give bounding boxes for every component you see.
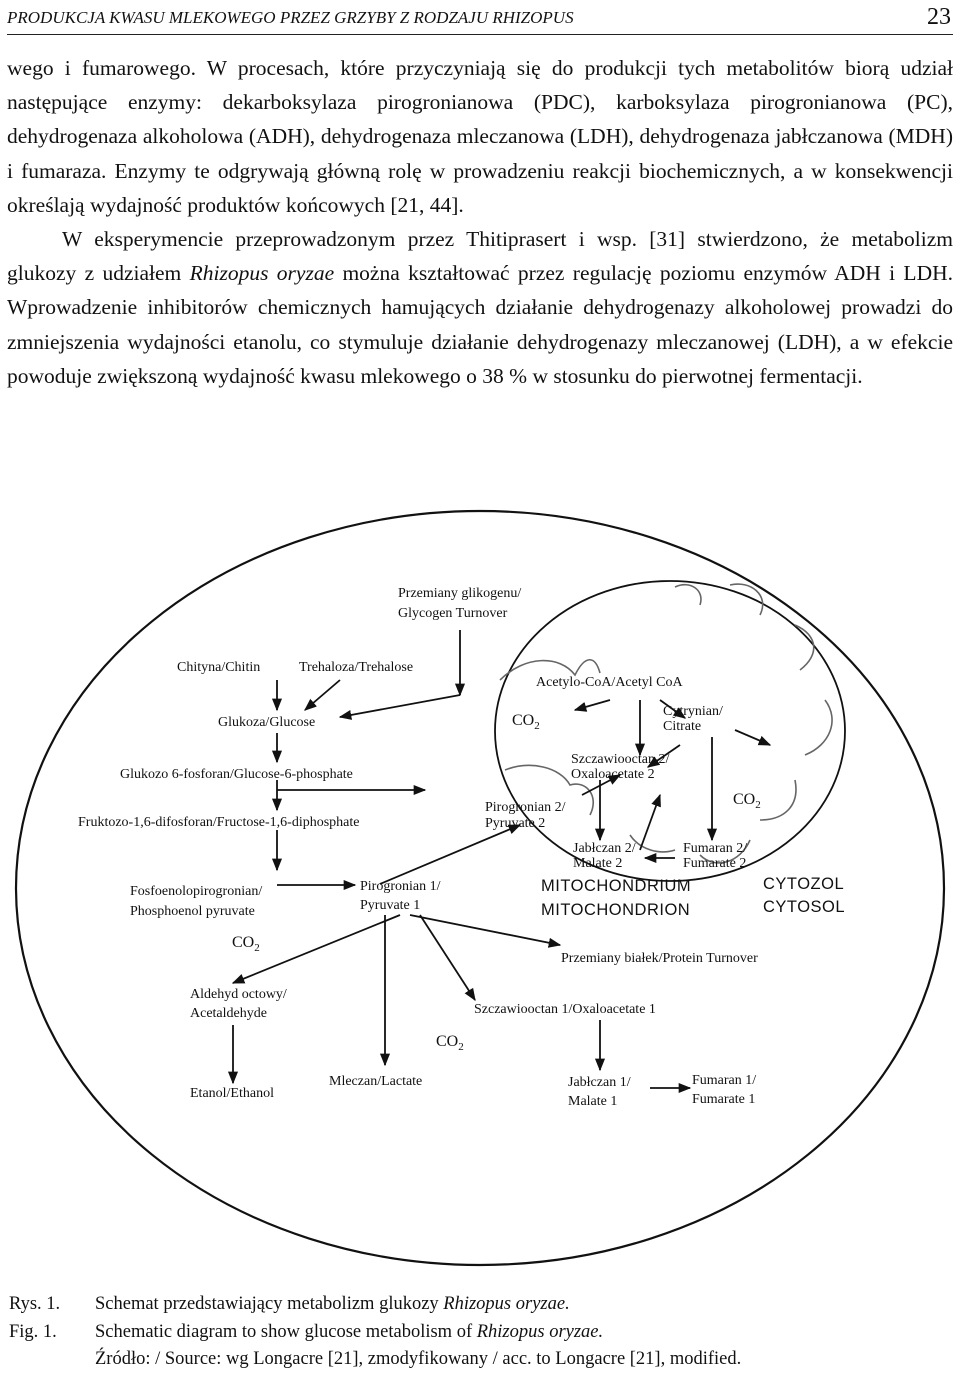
label-lactate: Mleczan/Lactate — [329, 1074, 422, 1089]
label-malate-2: Malate 2 — [573, 856, 622, 871]
arrow — [573, 699, 611, 712]
figure-captions: Rys. 1. Schemat przedstawiający metaboli… — [9, 1291, 741, 1374]
arrow — [338, 694, 461, 720]
paragraph-2-end: można kształtować przez regulację poziom… — [7, 261, 953, 388]
page-header: PRODUKCJA KWASU MLEKOWEGO PRZEZ GRZYBY Z… — [7, 4, 953, 35]
paragraph-2: W eksperymencie przeprowadzonym przez Th… — [7, 222, 953, 393]
label-co2: CO2 — [512, 712, 540, 732]
label-pyruvate-1: Pyruvate 1 — [360, 898, 420, 913]
label-co2: CO2 — [232, 934, 260, 954]
arrow — [639, 793, 661, 851]
paragraph-2-start: W eksperymencie przeprowadzonym przez Th… — [7, 227, 953, 286]
cell-outline — [14, 509, 946, 1267]
label-glucose: Glukoza/Glucose — [218, 715, 315, 730]
running-title: PRODUKCJA KWASU MLEKOWEGO PRZEZ GRZYBY Z… — [7, 8, 574, 27]
label-oxaloacetate-1: Szczawiooctan 1/Oxaloacetate 1 — [474, 1002, 656, 1017]
label-mitochondrium: MITOCHONDRIUM — [541, 877, 691, 895]
label-malate-1: Malate 1 — [568, 1094, 617, 1109]
label-glucose-6-phosphate: Glukozo 6-fosforan/Glucose-6-phosphate — [120, 767, 353, 782]
arrow — [659, 699, 687, 719]
label-protein-turnover: Przemiany białek/Protein Turnover — [561, 951, 758, 966]
label-citrate: Cytrynian/ — [663, 704, 723, 719]
caption-species: Rhizopus oryzae. — [443, 1294, 570, 1314]
arrow — [419, 914, 476, 1002]
arrow — [646, 744, 681, 768]
label-citrate: Citrate — [663, 719, 701, 734]
label-glycogen: Glycogen Turnover — [398, 606, 508, 621]
caption-text-start: Schematic diagram to show glucose metabo… — [95, 1321, 477, 1342]
label-fumarate-2: Fumaran 2/ — [683, 841, 747, 856]
caption-label: Rys. 1. — [9, 1294, 61, 1314]
arrow — [231, 914, 401, 984]
cristae — [499, 583, 833, 864]
label-pyruvate-2: Pirogronian 2/ — [485, 800, 566, 815]
label-co2: CO2 — [733, 791, 761, 811]
paragraph-1: wego i fumarowego. W procesach, które pr… — [7, 56, 953, 217]
label-ethanol: Etanol/Ethanol — [190, 1086, 274, 1101]
species-name: Rhizopus oryzae — [189, 261, 335, 286]
label-chitin: Chityna/Chitin — [177, 660, 260, 675]
caption-english: Fig. 1. Schematic diagram to show glucos… — [9, 1319, 741, 1347]
label-fructose-diphosphate: Fruktozo-1,6-difosforan/Fructose-1,6-dip… — [78, 815, 360, 830]
label-co2: CO2 — [436, 1033, 464, 1053]
caption-polish: Rys. 1. Schemat przedstawiający metaboli… — [9, 1291, 741, 1319]
label-oxaloacetate-2: Oxaloacetate 2 — [571, 767, 655, 782]
arrow — [734, 729, 772, 746]
label-oxaloacetate-2: Szczawiooctan 2/ — [571, 752, 669, 767]
caption-text-start: Schemat przedstawiający metabolizm gluko… — [95, 1294, 444, 1314]
mitochondrion-outline — [494, 580, 846, 882]
label-phosphoenol-pyruvate: Phosphoenol pyruvate — [130, 904, 255, 919]
arrow — [379, 824, 522, 885]
label-mitochondrion: MITOCHONDRION — [541, 901, 690, 919]
caption-source: Źródło: / Source: wg Longacre [21], zmod… — [95, 1349, 742, 1369]
label-fumarate-1: Fumaran 1/ — [692, 1073, 756, 1088]
page-number: 23 — [927, 4, 951, 30]
label-phosphoenol-pyruvate: Fosfoenolopirogronian/ — [130, 884, 262, 899]
caption-species: Rhizopus oryzae. — [476, 1321, 604, 1342]
label-pyruvate-2: Pyruvate 2 — [485, 816, 545, 831]
label-acetyl-coa: Acetylo-CoA/Acetyl CoA — [536, 675, 683, 690]
caption-label: Fig. 1. — [9, 1321, 57, 1342]
label-malate-1: Jabłczan 1/ — [568, 1075, 631, 1090]
label-pyruvate-1: Pirogronian 1/ — [360, 879, 441, 894]
label-acetaldehyde: Acetaldehyde — [190, 1006, 267, 1021]
arrow — [409, 914, 562, 948]
arrow — [581, 774, 622, 796]
caption-text: Schemat przedstawiający metabolizm gluko… — [95, 1291, 570, 1319]
label-glycogen: Przemiany glikogenu/ — [398, 586, 521, 601]
label-malate-2: Jabłczan 2/ — [573, 841, 636, 856]
label-acetaldehyde: Aldehyd octowy/ — [190, 987, 287, 1002]
caption-text: Schematic diagram to show glucose metabo… — [95, 1319, 603, 1347]
body-text: wego i fumarowego. W procesach, które pr… — [7, 51, 953, 393]
label-cytosol: CYTOSOL — [763, 898, 845, 916]
label-fumarate-1: Fumarate 1 — [692, 1092, 755, 1107]
label-trehalose: Trehaloza/Trehalose — [299, 660, 413, 675]
label-fumarate-2: Fumarate 2 — [683, 856, 746, 871]
arrow — [304, 679, 341, 711]
metabolism-diagram: Przemiany glikogenu/ Glycogen Turnover C… — [14, 509, 946, 1267]
label-cytozol: CYTOZOL — [763, 875, 844, 893]
